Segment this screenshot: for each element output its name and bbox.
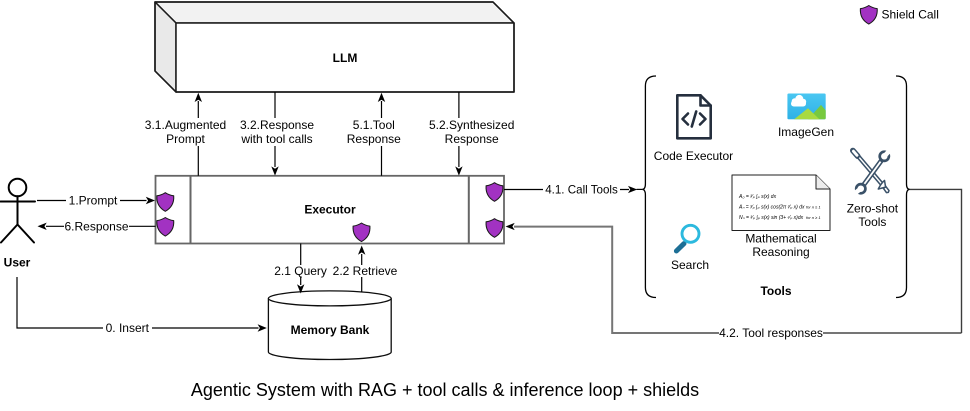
svg-text:Response: Response [445,132,499,146]
svg-text:Zero-shot: Zero-shot [847,202,899,216]
svg-text:0. Insert: 0. Insert [106,321,150,335]
svg-text:ImageGen: ImageGen [778,125,834,139]
svg-text:4.2. Tool responses: 4.2. Tool responses [719,326,823,340]
svg-text:Executor: Executor [304,203,356,217]
svg-text:for n ≥ 1: for n ≥ 1 [806,205,821,210]
svg-text:Mathematical: Mathematical [745,231,816,245]
svg-text:Prompt: Prompt [166,132,205,146]
svg-text:3.1.Augmented: 3.1.Augmented [145,118,226,132]
svg-text:Code Executor: Code Executor [654,149,733,163]
svg-text:Shield Call: Shield Call [882,7,939,21]
svg-text:A₀ = ³⁄ₚ ∫ₚ s(x) dx: A₀ = ³⁄ₚ ∫ₚ s(x) dx [738,194,777,200]
svg-text:Tools: Tools [760,284,791,298]
svg-text:for n ≥ 1: for n ≥ 1 [806,215,821,220]
svg-text:LLM: LLM [333,51,358,65]
svg-text:Aₙ = ³⁄ₚ ∫ₚ s(x) cos(2π ³⁄ₚ x): Aₙ = ³⁄ₚ ∫ₚ s(x) cos(2π ³⁄ₚ x) dx [738,205,805,211]
svg-text:5.1.Tool: 5.1.Tool [353,118,395,132]
svg-text:Nₙ = ³⁄ₚ ∫ₚ s(x) sin (3+ ⁿ⁄ₚ x: Nₙ = ³⁄ₚ ∫ₚ s(x) sin (3+ ⁿ⁄ₚ x)dx [739,215,804,221]
svg-text:Agentic System with RAG + tool: Agentic System with RAG + tool calls & i… [191,380,699,400]
svg-text:6.Response: 6.Response [64,219,128,233]
svg-text:2.1 Query: 2.1 Query [274,264,327,278]
svg-text:1.Prompt: 1.Prompt [69,194,118,208]
svg-text:Reasoning: Reasoning [752,245,809,259]
svg-text:Tools: Tools [858,215,886,229]
svg-text:4.1. Call Tools: 4.1. Call Tools [545,183,618,196]
svg-text:Memory Bank: Memory Bank [291,323,370,337]
svg-text:with tool calls: with tool calls [240,132,312,146]
svg-text:Response: Response [347,132,401,146]
svg-text:5.2.Synthesized: 5.2.Synthesized [429,118,514,132]
svg-text:2.2 Retrieve: 2.2 Retrieve [333,264,398,278]
svg-text:User: User [4,256,31,270]
svg-text:Search: Search [671,258,709,272]
svg-text:3.2.Response: 3.2.Response [240,118,314,132]
